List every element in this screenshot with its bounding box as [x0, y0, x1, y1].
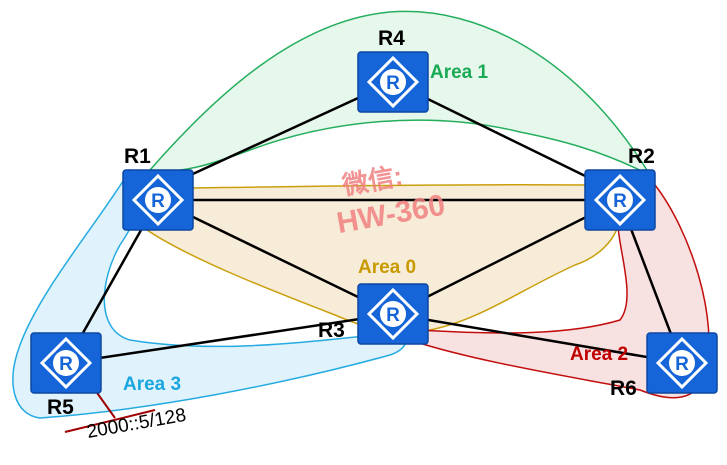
area3-label: Area 3 — [123, 374, 181, 395]
r5-loopback-line — [64, 409, 156, 433]
link-r1-r3 — [157, 198, 394, 316]
link-r4-r2 — [392, 80, 621, 195]
link-r2-r3 — [392, 198, 621, 316]
area1-label: Area 1 — [430, 62, 489, 83]
router-r3-label: R3 — [318, 319, 345, 342]
router-r5[interactable] — [29, 331, 103, 395]
router-r1-label: R1 — [124, 145, 151, 168]
router-r2-label: R2 — [628, 145, 655, 168]
link-r1-r4 — [157, 80, 394, 192]
area2-label: Area 2 — [570, 344, 628, 365]
router-r6-label: R6 — [610, 377, 637, 400]
router-r4-label: R4 — [378, 27, 405, 50]
area0-region — [133, 183, 620, 334]
router-r4[interactable] — [356, 50, 430, 114]
r5-loopback-stub — [94, 389, 116, 419]
area0-label: Area 0 — [358, 257, 416, 278]
router-r6[interactable] — [645, 331, 719, 395]
link-r5-r3 — [65, 312, 394, 365]
link-r3-r6 — [392, 312, 683, 365]
router-r3[interactable] — [356, 282, 430, 346]
router-r1[interactable] — [121, 168, 195, 232]
router-r5-label: R5 — [47, 396, 74, 419]
router-r2[interactable] — [583, 168, 657, 232]
